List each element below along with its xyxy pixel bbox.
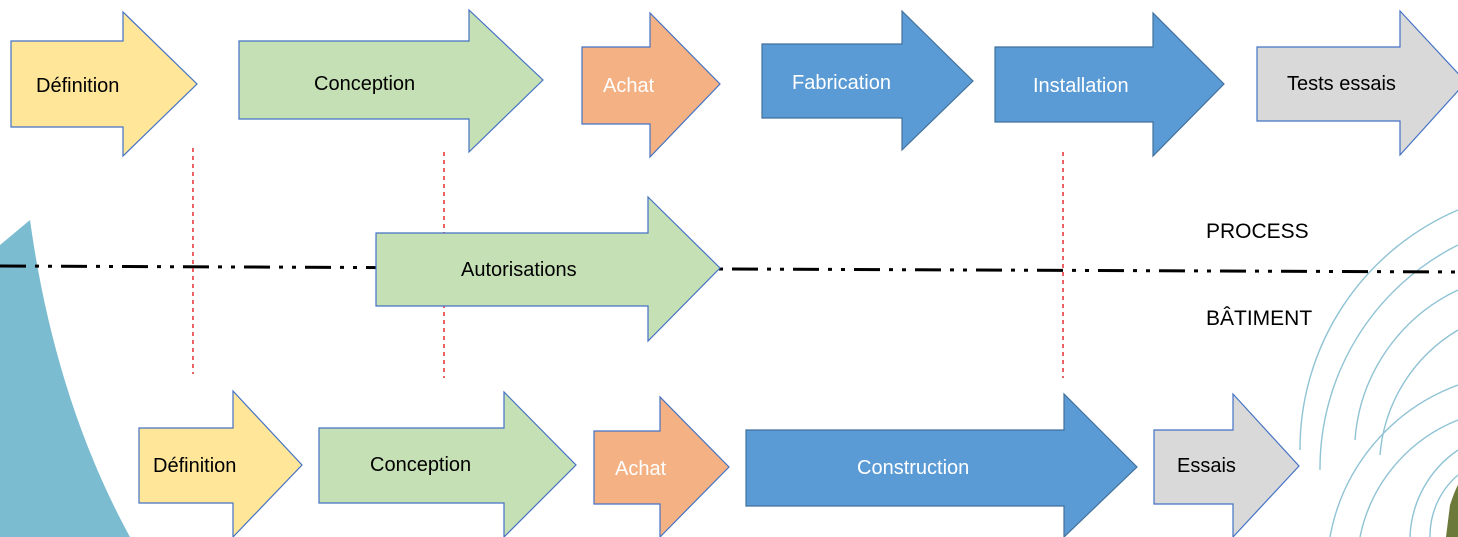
corner-image-fragment <box>1446 485 1458 537</box>
process-arrow-tests: Tests essais <box>1256 9 1458 157</box>
authorisations-arrow: Autorisations <box>375 195 721 343</box>
process-building-divider <box>0 264 1458 274</box>
building-arrow-label: Définition <box>153 455 236 477</box>
building-arrow-achat: Achat <box>593 395 730 537</box>
process-arrow-label: Fabrication <box>792 72 891 94</box>
building-arrow-definition: Définition <box>138 389 303 537</box>
building-arrow-construction: Construction <box>745 392 1138 537</box>
process-arrow-definition: Définition <box>10 10 198 158</box>
arc-decoration <box>1299 209 1458 537</box>
authorisations-label: Autorisations <box>461 259 577 281</box>
building-arrow-label: Achat <box>615 458 667 480</box>
process-arrow-label: Conception <box>314 73 415 95</box>
building-arrow-label: Conception <box>370 454 471 476</box>
process-arrow-fabrication: Fabrication <box>761 9 974 152</box>
teal-background-shape <box>0 220 130 537</box>
process-arrow-achat: Achat <box>581 11 721 159</box>
process-arrow-label: Installation <box>1033 75 1129 97</box>
building-arrow-essais: Essais <box>1153 392 1300 537</box>
process-arrow-installation: Installation <box>994 11 1225 158</box>
building-label: BÂTIMENT <box>1206 307 1312 330</box>
process-arrow-conception: Conception <box>238 8 544 154</box>
process-arrow-label: Définition <box>36 75 119 97</box>
process-arrow-label: Tests essais <box>1287 73 1396 95</box>
process-label: PROCESS <box>1206 220 1309 243</box>
process-arrow-label: Achat <box>603 75 655 97</box>
building-arrow-label: Essais <box>1177 455 1236 477</box>
building-arrow-conception: Conception <box>318 390 577 537</box>
building-arrow-label: Construction <box>857 457 969 479</box>
